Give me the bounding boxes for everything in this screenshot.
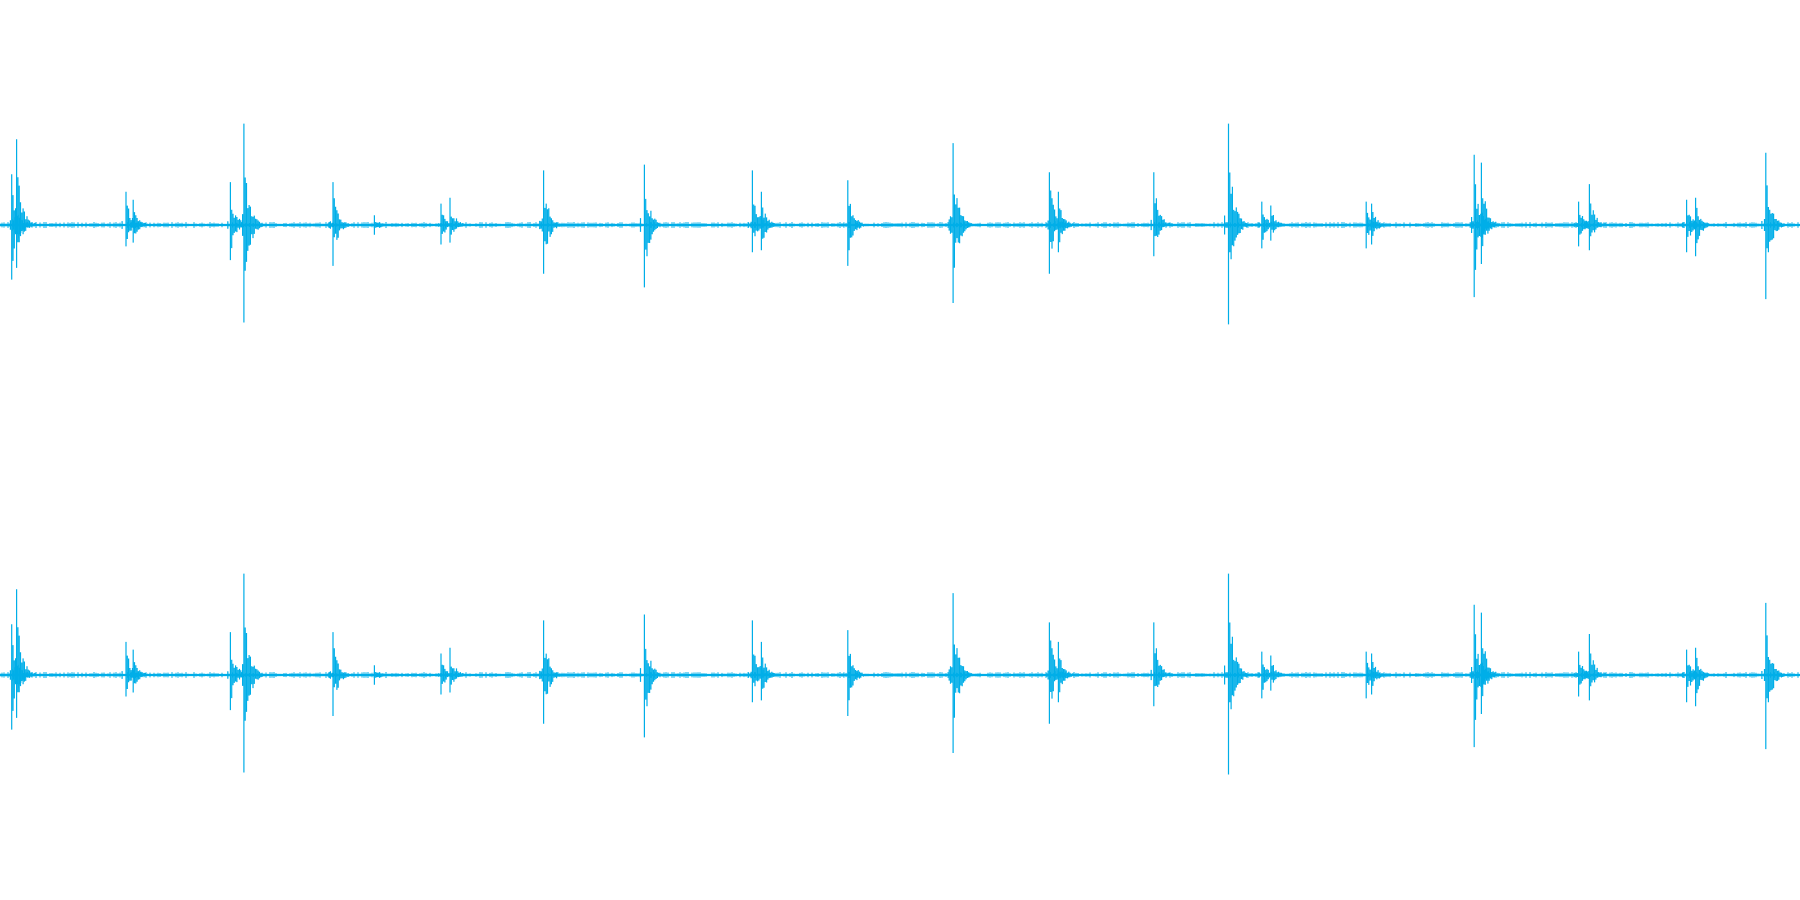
- transient-peak: [540, 170, 562, 273]
- transient-peak: [749, 620, 771, 702]
- transient-peak: [1150, 172, 1172, 256]
- transient-peak: [758, 192, 780, 251]
- transient-peak: [129, 200, 151, 243]
- transient-peak: [844, 180, 866, 266]
- transient-peak: [129, 650, 151, 693]
- transient-peak: [540, 620, 562, 723]
- transient-peak: [1055, 192, 1077, 253]
- transient-peak: [844, 630, 866, 716]
- channel-2: [0, 574, 1800, 775]
- transient-peak: [1267, 206, 1289, 241]
- transient-peak: [1150, 622, 1172, 706]
- transient-peak: [1055, 642, 1077, 702]
- transient-peak: [446, 198, 468, 243]
- transient-peak: [749, 170, 771, 252]
- transient-peak: [1586, 184, 1608, 250]
- transient-peak: [1478, 163, 1500, 264]
- transient-peak: [13, 589, 35, 718]
- transient-peak: [13, 139, 35, 268]
- transient-peak: [1267, 656, 1289, 691]
- transient-peak: [1478, 613, 1500, 714]
- transient-peak: [1692, 198, 1714, 257]
- transient-peak: [240, 124, 262, 323]
- transient-peak: [1586, 634, 1608, 700]
- transient-peak: [758, 642, 780, 701]
- channel-1: [0, 124, 1800, 325]
- transient-peak: [240, 574, 262, 773]
- transient-peak: [1692, 648, 1714, 707]
- transient-peak: [446, 648, 468, 693]
